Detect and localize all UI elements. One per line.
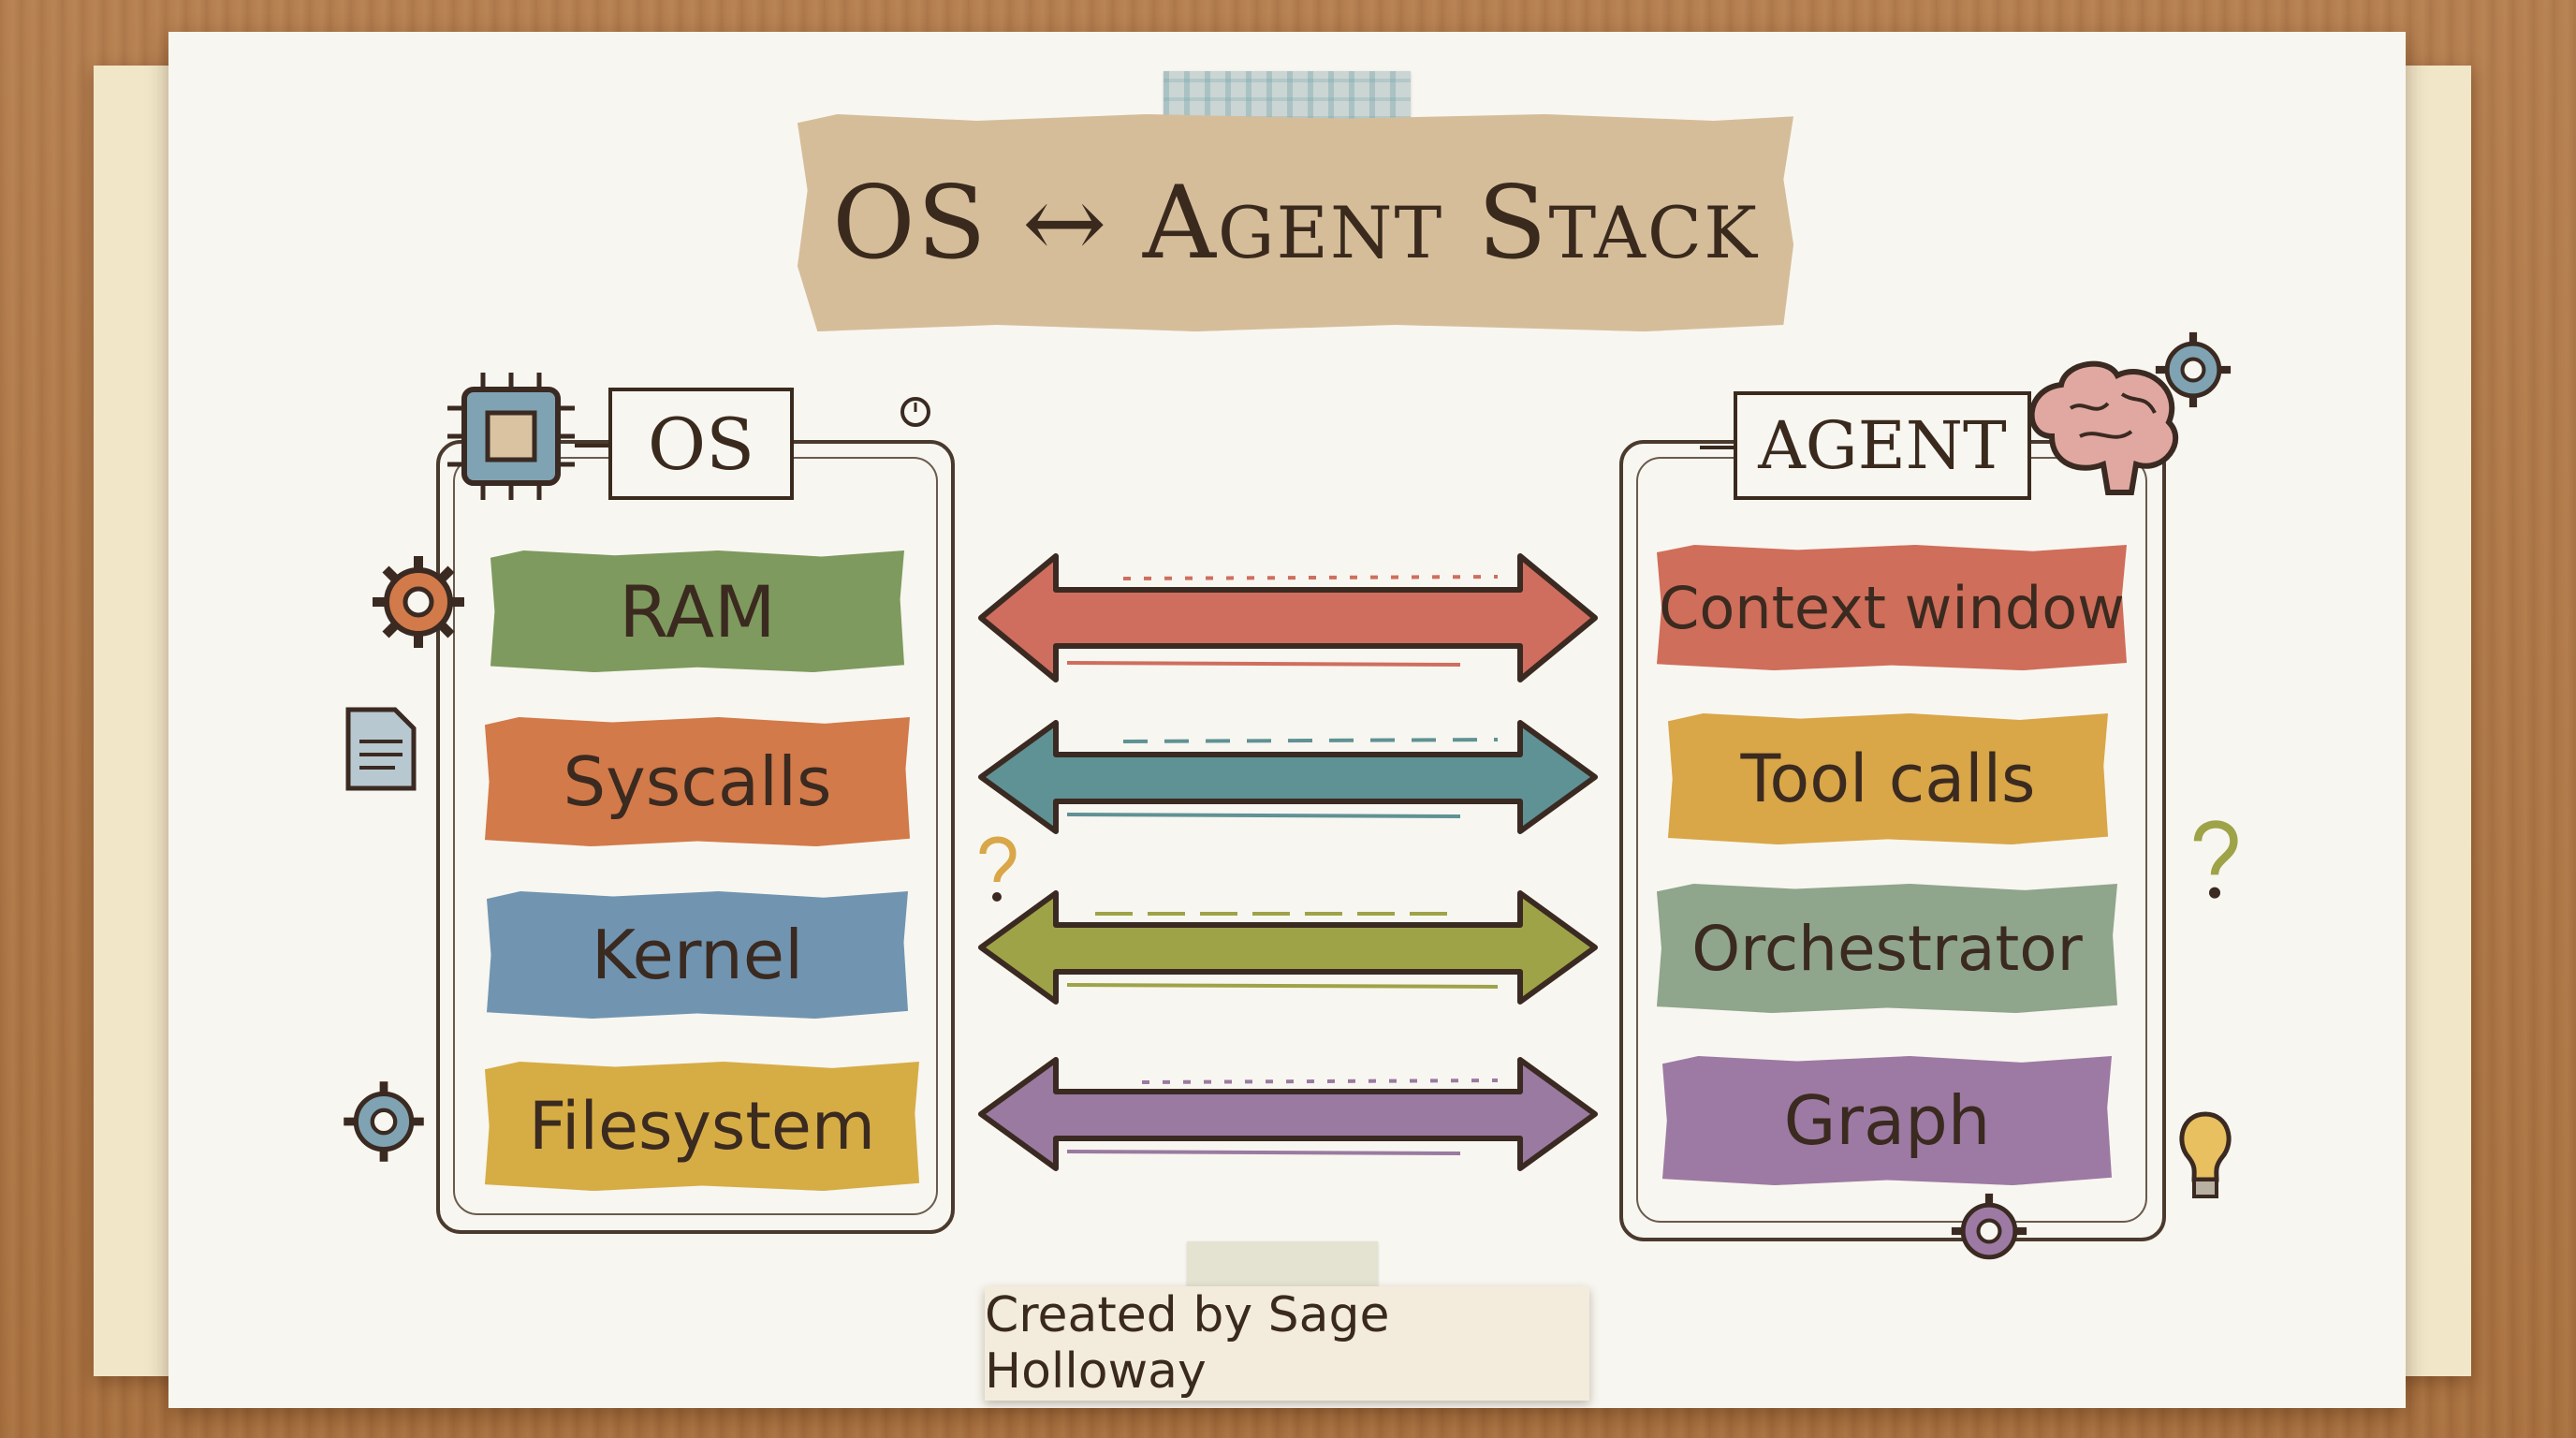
os-item-syscalls: Syscalls [485, 717, 910, 846]
gear-icon [373, 556, 464, 648]
question-icon [2193, 820, 2238, 899]
arrow-syscalls-toolcalls [978, 720, 1598, 834]
os-label: OS [575, 388, 794, 500]
agent-item-context-window: Context window [1657, 545, 2127, 670]
os-item-ram: RAM [490, 550, 904, 672]
os-item-kernel: Kernel [487, 891, 908, 1019]
credit-label: Created by Sage Holloway [985, 1286, 1589, 1401]
gear-icon [2155, 331, 2232, 408]
gear-icon [1951, 1193, 2027, 1260]
credit-text: Created by Sage Holloway [985, 1287, 1390, 1400]
chip-icon [447, 373, 575, 500]
arrow-filesystem-graph [978, 1057, 1598, 1171]
brain-icon [2028, 360, 2179, 495]
agent-label: AGENT [1700, 391, 2031, 500]
os-item-label: Kernel [591, 916, 804, 994]
os-item-label: Filesystem [528, 1088, 876, 1165]
arrow-ram-context [978, 553, 1598, 682]
os-item-label: Syscalls [563, 742, 832, 821]
agent-label-text: AGENT [1758, 407, 2007, 484]
agent-item-tool-calls: Tool calls [1668, 713, 2108, 844]
arrow-kernel-orchestrator [978, 890, 1598, 1005]
page-title: OS ↔ Agent Stack [832, 164, 1759, 282]
os-item-filesystem: Filesystem [485, 1062, 919, 1191]
agent-item-orchestrator: Orchestrator [1657, 884, 2117, 1013]
title-banner: OS ↔ Agent Stack [798, 114, 1793, 331]
document-icon [345, 707, 417, 791]
agent-item-label: Tool calls [1740, 741, 2036, 817]
agent-item-graph: Graph [1662, 1056, 2112, 1185]
clock-icon [900, 397, 930, 427]
agent-item-label: Context window [1659, 573, 2125, 642]
os-label-text: OS [647, 402, 755, 486]
os-item-label: RAM [619, 569, 776, 653]
lightbulb-icon [2179, 1111, 2232, 1198]
question-icon [979, 836, 1017, 902]
agent-item-label: Orchestrator [1691, 912, 2083, 985]
agent-item-label: Graph [1783, 1081, 1991, 1160]
gear-icon [344, 1081, 424, 1162]
